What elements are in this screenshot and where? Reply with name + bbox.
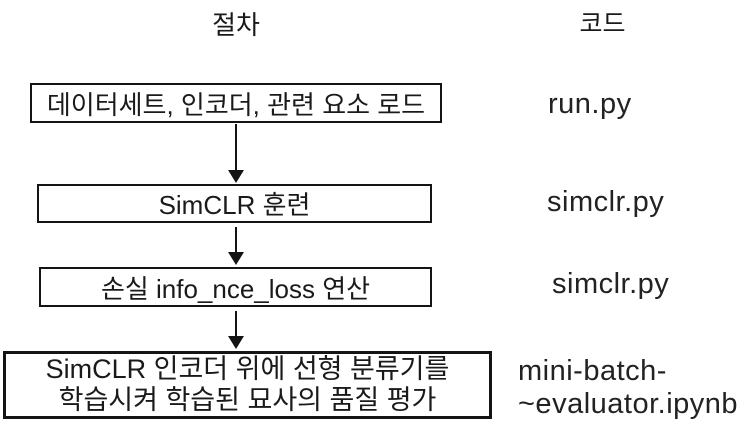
code-file-evaluator-line2: ~evaluator.ipynb — [518, 388, 739, 420]
flow-step-train-box: SimCLR 훈련 — [37, 184, 432, 223]
flow-step-loss-label: 손실 info_nce_loss 연산 — [100, 273, 371, 304]
flow-step-evaluate-label-line2: 학습시켜 학습된 묘사의 품질 평가 — [58, 385, 437, 415]
code-file-evaluator-ipynb: mini-batch- ~evaluator.ipynb — [518, 355, 738, 421]
procedure-column-header: 절차 — [212, 10, 260, 40]
code-file-simclr-py-1: simclr.py — [547, 186, 665, 218]
down-arrow-icon — [228, 227, 244, 265]
code-column-header: 코드 — [579, 10, 626, 38]
flow-step-evaluate-label-line1: SimCLR 인코더 위에 선형 분류기를 — [45, 354, 450, 384]
code-file-simclr-py-2: simclr.py — [552, 268, 670, 300]
code-file-evaluator-line1: mini-batch- — [518, 355, 667, 387]
flow-step-loss-box: 손실 info_nce_loss 연산 — [39, 267, 432, 307]
flow-step-evaluate-box: SimCLR 인코더 위에 선형 분류기를 학습시켜 학습된 묘사의 품질 평가 — [3, 351, 492, 419]
flow-step-train-label: SimCLR 훈련 — [158, 190, 311, 220]
flow-step-load-box: 데이터세트, 인코더, 관련 요소 로드 — [30, 83, 442, 123]
code-file-run-py: run.py — [548, 88, 632, 120]
flow-step-load-label: 데이터세트, 인코더, 관련 요소 로드 — [46, 89, 426, 120]
down-arrow-icon — [228, 311, 244, 349]
down-arrow-icon — [228, 124, 244, 183]
